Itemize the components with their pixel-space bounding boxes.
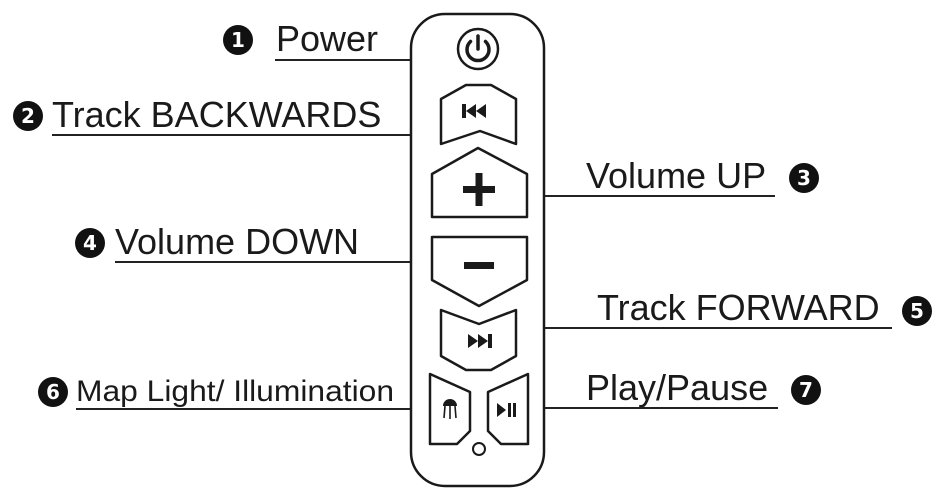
track-backward-button[interactable] (439, 83, 518, 146)
callout-number: 1 (231, 28, 245, 52)
led-indicator-icon (472, 442, 486, 456)
callout-track-forward: Track FORWARD 5 (545, 287, 932, 329)
callout-label: Track FORWARD (597, 287, 880, 328)
callout-number: 5 (910, 299, 924, 323)
callout-label: Volume UP (586, 155, 766, 196)
plus-icon (463, 173, 495, 206)
track-forward-button[interactable] (439, 308, 518, 372)
map-light-button[interactable] (428, 372, 472, 446)
play-pause-button[interactable] (486, 372, 530, 446)
callout-power: 1 Power (223, 18, 410, 61)
callout-label: Power (276, 18, 378, 59)
minus-icon (464, 262, 494, 269)
callout-map-light: 6 Map Light/ Illumination (38, 375, 410, 410)
callout-volume-down: 4 Volume DOWN (75, 221, 410, 263)
callout-number: 7 (799, 378, 813, 402)
volume-down-button[interactable] (430, 235, 529, 308)
callout-label: Volume DOWN (115, 221, 359, 262)
callout-number: 2 (21, 104, 35, 128)
power-button[interactable] (456, 27, 500, 71)
skip-backward-icon (462, 104, 486, 118)
callout-track-backwards: 2 Track BACKWARDS (13, 94, 410, 136)
volume-up-button[interactable] (430, 146, 529, 219)
callout-label: Play/Pause (586, 367, 768, 408)
callout-label: Map Light/ Illumination (76, 375, 394, 408)
jellyfish-light-icon (443, 399, 457, 419)
play-pause-icon (497, 403, 516, 417)
callout-label: Track BACKWARDS (52, 94, 381, 135)
callout-volume-up: Volume UP 3 (545, 155, 819, 197)
callout-number: 3 (797, 166, 811, 190)
callout-number: 6 (46, 380, 60, 404)
skip-forward-icon (468, 334, 492, 348)
callout-number: 4 (83, 231, 97, 255)
callout-play-pause: Play/Pause 7 (545, 367, 821, 409)
power-icon (465, 34, 491, 63)
